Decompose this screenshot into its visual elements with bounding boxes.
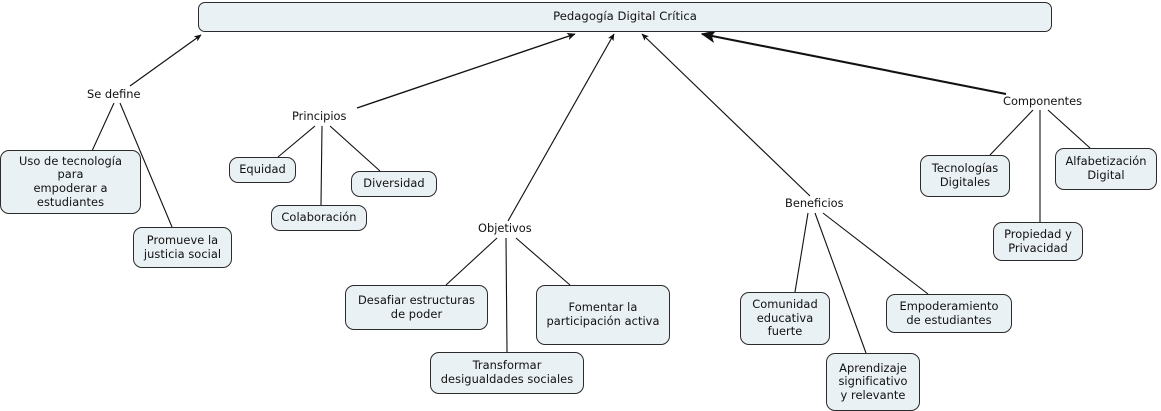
edge-beneficios-to-root [641, 33, 811, 197]
node-promueve-justicia-social-label: Promueve la justicia social [143, 232, 222, 261]
node-fomentar-participacion-activa[interactable]: Fomentar la participación activa [536, 285, 670, 345]
node-empoderamiento-de-estudiantes[interactable]: Empoderamiento de estudiantes [886, 294, 1012, 333]
edge-label-se-define-text: Se define [87, 87, 141, 101]
node-uso-de-tecnologia[interactable]: Uso de tecnología para empoderar a estud… [0, 150, 141, 214]
node-uso-de-tecnologia-label: Uso de tecnología para empoderar a estud… [18, 153, 122, 209]
edge-componentes-to-root [700, 30, 1007, 96]
node-equidad-label: Equidad [239, 162, 286, 177]
node-fomentar-participacion-activa-label: Fomentar la participación activa [546, 300, 660, 328]
edge-label-componentes: Componentes [1002, 94, 1084, 108]
edge-objetivos-to-desafiar [445, 237, 498, 286]
node-aprendizaje-significativo-label: Aprendizaje significativo y relevante [838, 360, 908, 402]
node-empoderamiento-de-estudiantes-label: Empoderamiento de estudiantes [899, 298, 999, 327]
node-comunidad-educativa-fuerte[interactable]: Comunidad educativa fuerte [740, 292, 830, 345]
edge-beneficios-to-empoderamiento [822, 212, 929, 295]
node-transformar-desigualdades-sociales-label: Transformar desigualdades sociales [440, 358, 574, 386]
node-desafiar-estructuras-de-poder[interactable]: Desafiar estructuras de poder [345, 285, 488, 330]
edge-principios-to-equidad [277, 125, 316, 158]
node-propiedad-y-privacidad[interactable]: Propiedad y Privacidad [993, 222, 1083, 261]
edge-componentes-to-alfabetizacion [1047, 109, 1091, 149]
node-transformar-desigualdades-sociales[interactable]: Transformar desigualdades sociales [430, 352, 584, 394]
node-alfabetizacion-digital-label: Alfabetización Digital [1065, 154, 1147, 182]
edge-label-se-define: Se define [86, 88, 142, 101]
edge-label-beneficios-text: Beneficios [785, 196, 844, 210]
edge-label-objetivos: Objetivos [477, 222, 533, 235]
node-promueve-justicia-social[interactable]: Promueve la justicia social [133, 227, 232, 268]
edge-label-objetivos-text: Objetivos [478, 221, 532, 235]
node-alfabetizacion-digital[interactable]: Alfabetización Digital [1055, 148, 1157, 190]
edge-label-beneficios: Beneficios [784, 197, 845, 210]
edge-componentes-to-tecnologias [989, 109, 1034, 156]
edge-objetivos-to-transformar [505, 237, 508, 353]
edge-label-principios-text: Principios [292, 109, 347, 123]
node-root-pedagogia-digital-critica[interactable]: Pedagogía Digital Crítica [198, 2, 1052, 32]
node-aprendizaje-significativo[interactable]: Aprendizaje significativo y relevante [826, 353, 920, 411]
node-colaboracion[interactable]: Colaboración [271, 205, 367, 231]
node-colaboracion-label: Colaboración [281, 210, 357, 225]
edge-objetivos-to-fomentar [515, 237, 571, 286]
node-equidad[interactable]: Equidad [229, 157, 296, 183]
node-propiedad-y-privacidad-label: Propiedad y Privacidad [1004, 226, 1072, 255]
edge-principios-to-colaboracion [320, 125, 323, 206]
node-diversidad-label: Diversidad [363, 176, 425, 191]
edge-principios-to-root [356, 32, 576, 109]
edge-principios-to-diversidad [329, 125, 381, 172]
node-tecnologias-digitales-label: Tecnologías Digitales [931, 161, 999, 189]
node-root-label: Pedagogía Digital Crítica [553, 9, 697, 24]
edge-label-componentes-text: Componentes [1003, 94, 1083, 108]
node-desafiar-estructuras-de-poder-label: Desafiar estructuras de poder [357, 292, 475, 321]
node-comunidad-educativa-fuerte-label: Comunidad educativa fuerte [752, 297, 818, 339]
node-diversidad[interactable]: Diversidad [351, 171, 437, 197]
edge-label-principios: Principios [291, 109, 348, 123]
edge-objetivos-to-root [507, 33, 615, 222]
edge-sedefine-to-root [129, 34, 202, 87]
edge-sedefine-to-uso-tecnologia [91, 102, 115, 152]
edge-beneficios-to-comunidad [794, 212, 809, 293]
node-tecnologias-digitales[interactable]: Tecnologías Digitales [920, 155, 1010, 197]
